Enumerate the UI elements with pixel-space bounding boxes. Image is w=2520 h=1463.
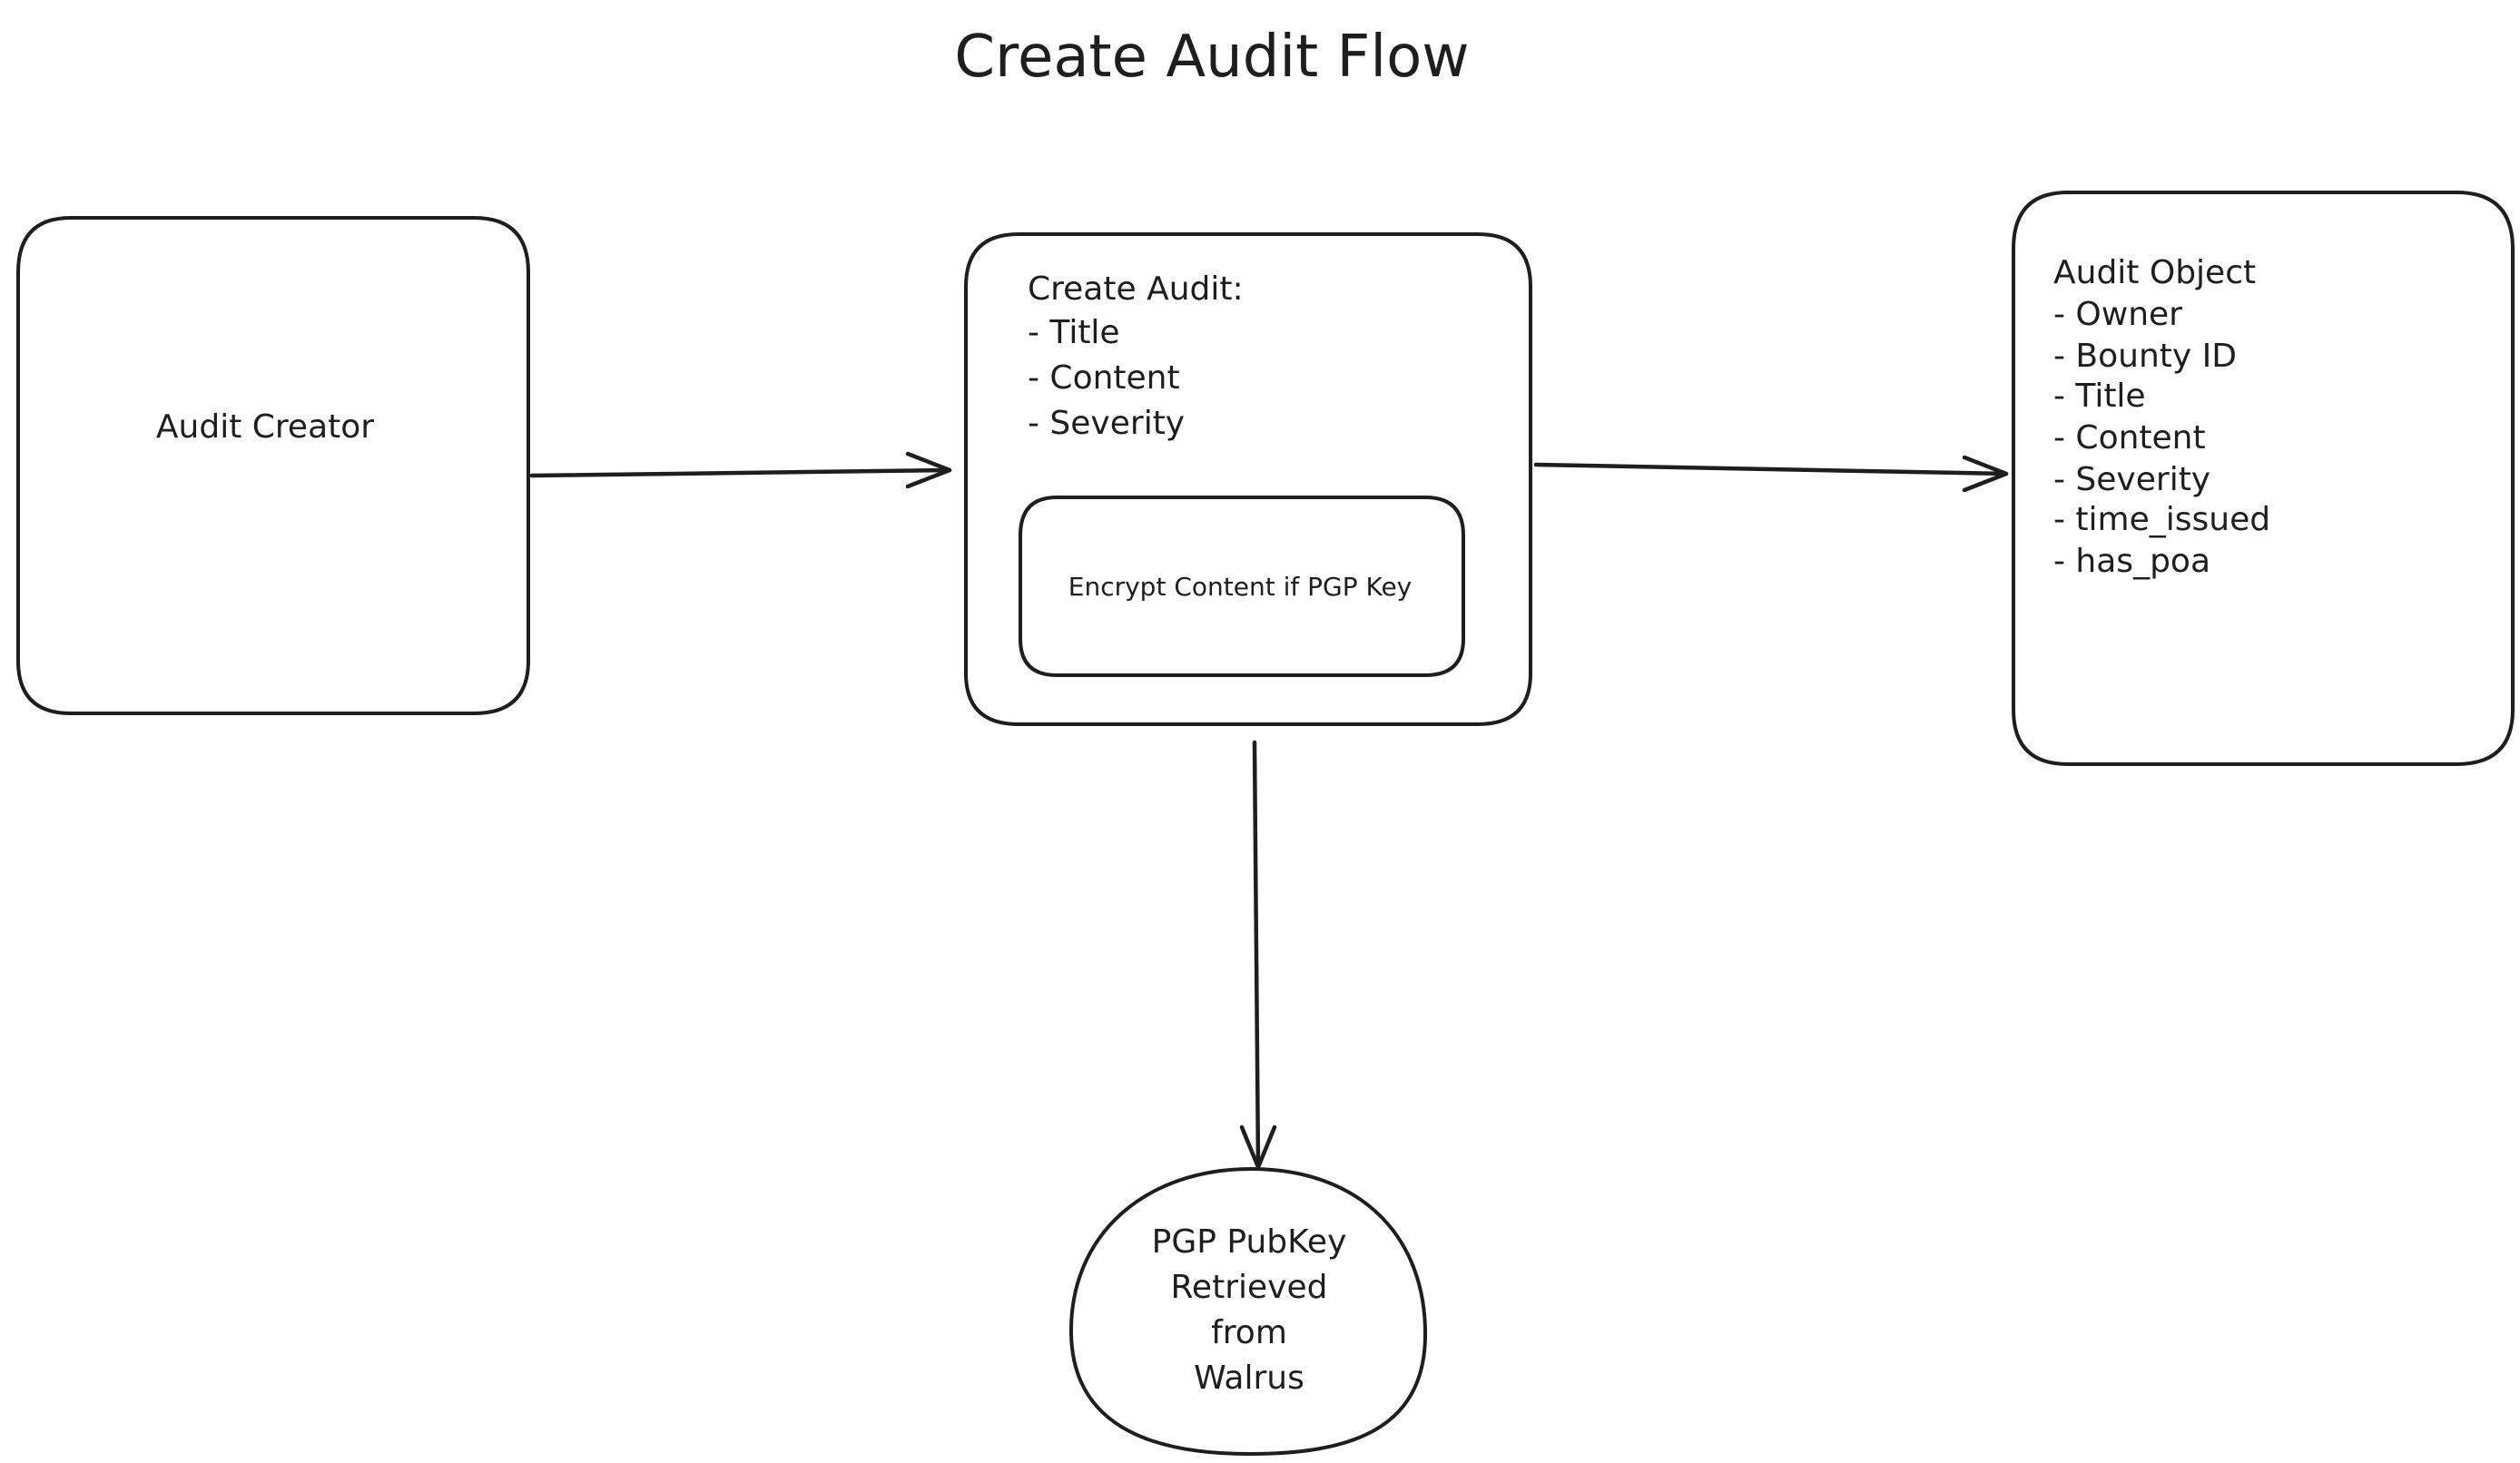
audit-object-node: Audit Object - Owner - Bounty ID - Title… [2012,191,2515,766]
audit-object-line-1: - Owner [2053,296,2182,333]
encrypt-content-node: Encrypt Content if PGP Key [1019,496,1465,677]
create-audit-line-1: - Title [1028,314,1120,351]
pgp-pubkey-line-3: Walrus [1194,1360,1304,1397]
pgp-pubkey-ellipse [1068,1167,1428,1456]
create-audit-line-3: - Severity [1028,405,1185,442]
audit-object-box [2012,191,2515,766]
pgp-pubkey-line-2: from [1211,1314,1287,1351]
pgp-pubkey-line-1: Retrieved [1171,1269,1328,1306]
audit-creator-box [16,216,530,715]
audit-object-line-5: - Severity [2053,461,2210,498]
audit-object-line-7: - has_poa [2053,543,2210,580]
edge-create-audit-to-pgp [1239,740,1277,1170]
arrowhead-icon [1962,455,2009,493]
arrowhead-icon [1239,1124,1277,1170]
create-audit-line-2: - Content [1028,359,1180,397]
audit-object-line-3: - Title [2053,378,2146,415]
audit-object-line-4: - Content [2053,419,2206,457]
pgp-pubkey-node: PGP PubKey Retrieved from Walrus [1068,1167,1428,1456]
arrowhead-icon [905,451,952,489]
edge-line [529,467,952,478]
create-audit-box [964,232,1532,726]
encrypt-content-box [1019,496,1465,677]
edge-line [1252,740,1261,1170]
audit-object-line-0: Audit Object [2053,254,2256,291]
audit-object-line-2: - Bounty ID [2053,338,2237,375]
edge-create-audit-to-audit-object [1533,455,2009,493]
create-audit-line-0: Create Audit: [1028,270,1244,308]
pgp-pubkey-line-0: PGP PubKey [1152,1223,1347,1261]
diagram-title: Create Audit Flow [954,24,1469,91]
create-audit-node: Create Audit: - Title - Content - Severi… [964,232,1532,726]
audit-creator-node: Audit Creator [16,216,530,715]
audit-creator-label: Audit Creator [156,408,374,446]
encrypt-content-label: Encrypt Content if PGP Key [1068,572,1413,602]
edge-creator-to-create-audit [529,451,952,489]
audit-object-line-6: - time_issued [2053,501,2270,538]
edge-line [1533,462,2009,476]
